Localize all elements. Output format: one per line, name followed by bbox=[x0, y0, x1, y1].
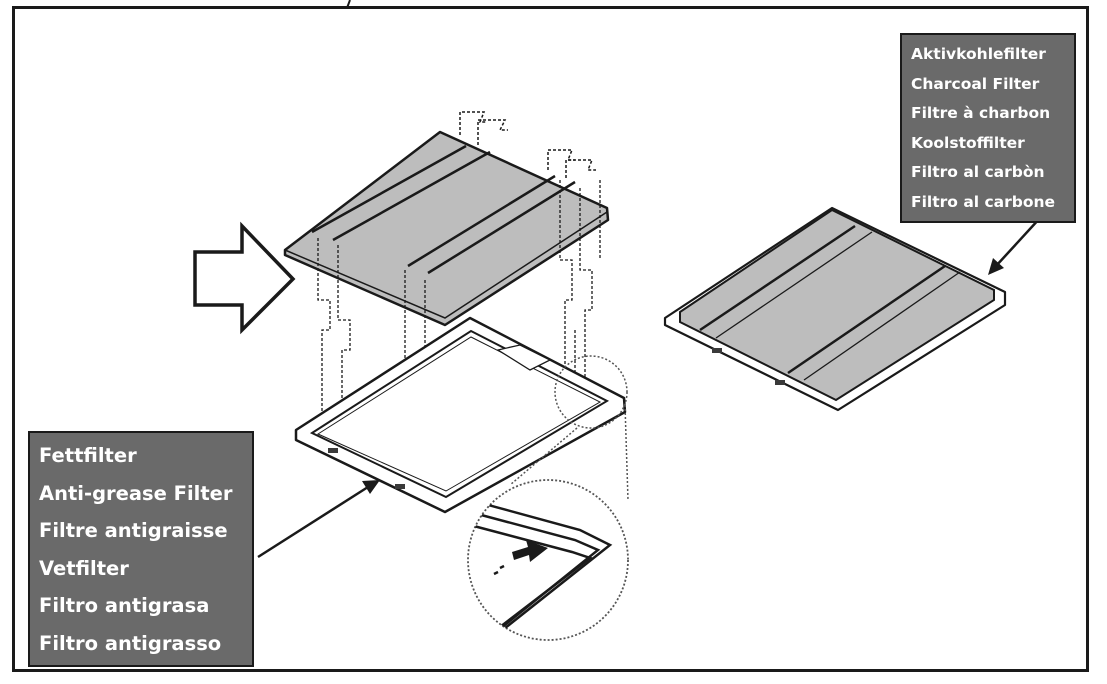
label-line: Charcoal Filter bbox=[911, 74, 1040, 93]
label-line: Anti-grease Filter bbox=[39, 481, 233, 505]
detail-magnifier-icon bbox=[467, 479, 629, 641]
label-line: Filtro antigrasso bbox=[39, 631, 222, 655]
label-line: Aktivkohlefilter bbox=[911, 45, 1046, 63]
guide-zigzags-top bbox=[459, 111, 596, 178]
charcoal-pointer-arrow bbox=[988, 217, 1041, 275]
label-line: Filtro antigrasa bbox=[39, 594, 210, 617]
label-line: Filtro al carbòn bbox=[911, 163, 1045, 181]
push-arrow-icon bbox=[512, 540, 548, 562]
label-line: Fettfilter bbox=[39, 444, 137, 467]
grease-filter-frame bbox=[294, 316, 627, 514]
detail-callout-connectors bbox=[509, 404, 629, 501]
charcoal-filter-label: Aktivkohlefilter Charcoal Filter Filtre … bbox=[900, 33, 1076, 223]
label-line: Filtre antigraisse bbox=[39, 519, 228, 542]
label-line: Koolstoffilter bbox=[911, 133, 1025, 152]
label-line: Filtre à charbon bbox=[911, 104, 1051, 122]
grease-pointer-arrow bbox=[257, 480, 380, 559]
label-line: Filtro al carbone bbox=[911, 192, 1056, 211]
top-tick bbox=[346, 0, 351, 9]
charcoal-filter-exploded bbox=[283, 130, 610, 327]
grease-filter-label: Fettfilter Anti-grease Filter Filtre ant… bbox=[28, 431, 254, 667]
insert-direction-arrow-icon bbox=[193, 221, 296, 335]
detail-callout-circle bbox=[554, 355, 628, 429]
label-line: Vetfilter bbox=[39, 556, 129, 580]
charcoal-filter-assembled bbox=[663, 206, 1007, 412]
